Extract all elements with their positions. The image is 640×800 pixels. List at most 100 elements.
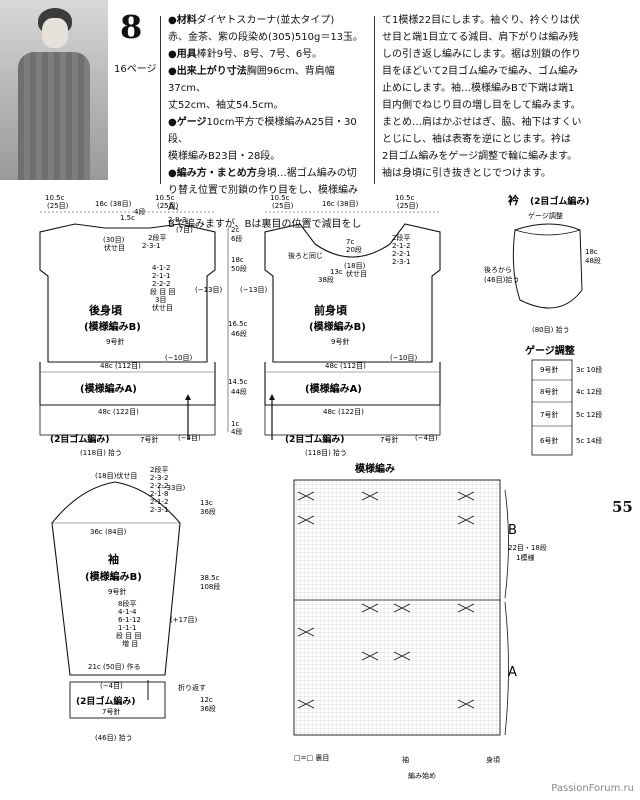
watermark: PassionForum.ru bbox=[551, 783, 634, 794]
svg-text:48段: 48段 bbox=[585, 256, 601, 265]
svg-text:伏せ目: 伏せ目 bbox=[346, 269, 367, 278]
svg-text:(模様編みB): (模様編みB) bbox=[309, 320, 366, 333]
svg-text:2-3-1: 2-3-1 bbox=[392, 258, 410, 266]
svg-text:21c (50目) 作る: 21c (50目) 作る bbox=[88, 662, 141, 671]
svg-text:3c 10段: 3c 10段 bbox=[576, 365, 602, 374]
svg-text:4-1-4: 4-1-4 bbox=[118, 608, 137, 616]
svg-text:2段平: 2段平 bbox=[150, 465, 168, 474]
svg-text:(25目): (25目) bbox=[157, 202, 179, 210]
gauge-table: ゲージ調整 9号針 8号針 7号針 6号針 3c 10段 4c 12段 5c 1… bbox=[525, 344, 602, 456]
svg-text:4c 12段: 4c 12段 bbox=[576, 387, 602, 396]
front-outline bbox=[264, 223, 441, 363]
svg-text:後ろから: 後ろから bbox=[484, 265, 512, 274]
page-reference: 16ページ bbox=[114, 64, 157, 75]
svg-text:13c: 13c bbox=[330, 268, 343, 276]
svg-text:18c: 18c bbox=[231, 256, 244, 264]
model-photo bbox=[0, 0, 108, 180]
svg-text:2段平: 2段平 bbox=[148, 233, 166, 242]
svg-text:増 目: 増 目 bbox=[122, 639, 138, 648]
svg-text:5c 14段: 5c 14段 bbox=[576, 436, 602, 445]
svg-text:2段平: 2段平 bbox=[392, 233, 410, 242]
svg-text:ゲージ調整: ゲージ調整 bbox=[525, 344, 575, 357]
svg-text:22目・18段: 22目・18段 bbox=[508, 543, 547, 552]
svg-text:(118目) 拾う: (118目) 拾う bbox=[305, 448, 347, 457]
svg-text:2-8-3: 2-8-3 bbox=[168, 216, 186, 224]
svg-text:(118目) 拾う: (118目) 拾う bbox=[80, 448, 122, 457]
svg-text:36段: 36段 bbox=[200, 507, 216, 516]
svg-text:後ろと同じ: 後ろと同じ bbox=[288, 251, 323, 260]
back-body-diagram: 10.5c (25目) 16c (38目) 10.5c (25目) 1.5c 4… bbox=[39, 194, 248, 457]
svg-text:(25目): (25目) bbox=[397, 202, 419, 210]
back-dim-1: 10.5c bbox=[45, 194, 65, 202]
svg-text:7号針: 7号針 bbox=[102, 707, 120, 716]
svg-text:(−10目): (−10目) bbox=[165, 354, 193, 362]
svg-text:38.5c: 38.5c bbox=[200, 574, 220, 582]
svg-text:段 目 回: 段 目 回 bbox=[150, 287, 175, 296]
svg-text:段 目 回: 段 目 回 bbox=[116, 631, 141, 640]
svg-text:(2目ゴム編み): (2目ゴム編み) bbox=[76, 695, 136, 707]
svg-text:48c (122目): 48c (122目) bbox=[323, 408, 364, 416]
svg-text:1模様: 1模様 bbox=[516, 553, 534, 562]
svg-text:9号針: 9号針 bbox=[540, 365, 558, 374]
svg-text:(−4目): (−4目) bbox=[178, 434, 201, 442]
svg-text:(7目): (7目) bbox=[176, 226, 193, 234]
svg-text:袖: 袖 bbox=[402, 755, 409, 764]
svg-text:10.5c: 10.5c bbox=[155, 194, 175, 202]
svg-text:6段: 6段 bbox=[231, 234, 242, 243]
svg-text:伏せ目: 伏せ目 bbox=[104, 243, 125, 252]
svg-text:(18目): (18目) bbox=[344, 262, 366, 270]
svg-text:2-1-8: 2-1-8 bbox=[150, 490, 168, 498]
header-divider bbox=[160, 16, 161, 184]
front-body-diagram: 10.5c (25目) 16c (38目) 10.5c (25目) 7c 20段… bbox=[240, 194, 441, 457]
svg-text:(2目ゴム編み): (2目ゴム編み) bbox=[50, 433, 110, 445]
svg-text:2-2-1: 2-2-1 bbox=[392, 250, 410, 258]
svg-text:(模様編みB): (模様編みB) bbox=[85, 570, 142, 583]
svg-text:(−13目): (−13目) bbox=[240, 286, 268, 294]
svg-text:7号針: 7号針 bbox=[140, 435, 158, 444]
back-title: 後身頃 bbox=[89, 303, 123, 317]
svg-text:身頃: 身頃 bbox=[486, 755, 500, 764]
svg-text:(46目)拾う: (46目)拾う bbox=[484, 275, 519, 284]
svg-text:108段: 108段 bbox=[200, 582, 220, 591]
svg-text:16.5c: 16.5c bbox=[228, 320, 248, 328]
svg-text:38段: 38段 bbox=[318, 275, 334, 284]
svg-text:(模様編みA): (模様編みA) bbox=[80, 382, 137, 395]
svg-text:(+17目): (+17目) bbox=[170, 616, 198, 624]
svg-text:2c: 2c bbox=[231, 226, 239, 234]
svg-text:2-1-1: 2-1-1 bbox=[152, 272, 170, 280]
back-dim-center: 16c (38目) bbox=[95, 200, 132, 208]
svg-text:(25目): (25目) bbox=[272, 202, 294, 210]
svg-text:4段: 4段 bbox=[231, 427, 242, 436]
svg-text:50段: 50段 bbox=[231, 264, 247, 273]
svg-text:(46目) 拾う: (46目) 拾う bbox=[95, 733, 133, 742]
sleeve-outline bbox=[51, 481, 181, 676]
svg-text:14.5c: 14.5c bbox=[228, 378, 248, 386]
svg-text:10.5c: 10.5c bbox=[395, 194, 415, 202]
chart-a-label: A bbox=[508, 665, 517, 680]
svg-text:(模様編みA): (模様編みA) bbox=[305, 382, 362, 395]
svg-text:12c: 12c bbox=[200, 696, 213, 704]
svg-text:1c: 1c bbox=[231, 420, 239, 428]
svg-text:4段: 4段 bbox=[134, 207, 145, 216]
svg-text:(30目): (30目) bbox=[103, 236, 125, 244]
svg-text:(−33目): (−33目) bbox=[158, 484, 186, 492]
svg-text:1-1-1: 1-1-1 bbox=[118, 624, 136, 632]
svg-text:46段: 46段 bbox=[231, 329, 247, 338]
svg-text:衿: 衿 bbox=[508, 193, 519, 207]
svg-text:(−10目): (−10目) bbox=[390, 354, 418, 362]
svg-text:(模様編みB): (模様編みB) bbox=[84, 320, 141, 333]
pattern-number: 8 bbox=[120, 8, 143, 46]
collar-diagram: 衿 (2目ゴム編み) ゲージ調整 18c 48段 後ろから (46目)拾う (8… bbox=[484, 193, 601, 334]
svg-text:44段: 44段 bbox=[231, 387, 247, 396]
svg-text:2-2-2: 2-2-2 bbox=[150, 482, 168, 490]
svg-text:2-3-1: 2-3-1 bbox=[150, 506, 168, 514]
svg-text:6号針: 6号針 bbox=[540, 436, 558, 445]
chart-b-label: B bbox=[508, 523, 517, 538]
photo-face bbox=[42, 18, 68, 48]
chart-title: 模様編み bbox=[355, 462, 395, 475]
svg-text:6-1-12: 6-1-12 bbox=[118, 616, 141, 624]
svg-text:2-1-2: 2-1-2 bbox=[150, 498, 168, 506]
svg-text:折り返す: 折り返す bbox=[178, 683, 206, 692]
sleeve-diagram: (18目)伏せ目 2段平 2-3-2 2-2-2 2-1-8 2-1-2 2-3… bbox=[51, 465, 220, 742]
svg-text:2-1-2: 2-1-2 bbox=[392, 242, 410, 250]
